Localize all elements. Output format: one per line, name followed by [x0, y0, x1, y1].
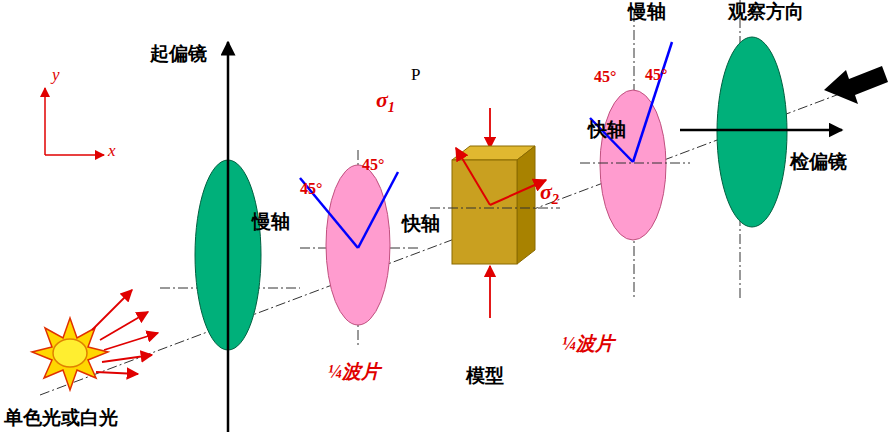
load-label: P: [411, 66, 420, 85]
axis-name: x: [108, 142, 116, 161]
model: [430, 108, 560, 318]
part-name: 起偏镜: [150, 44, 207, 65]
axes-icon: [45, 88, 104, 155]
axis-label: 快轴: [588, 120, 626, 141]
axis-name: y: [52, 66, 60, 85]
axis-label: 慢轴: [252, 212, 290, 233]
part-name: 观察方向: [728, 2, 804, 23]
quarter-wave-plate: [300, 150, 420, 345]
part-name: 检偏镜: [790, 152, 847, 173]
angle-label: 45°: [300, 180, 322, 198]
quarter-wave-plate: [580, 12, 690, 300]
part-name: 单色光或白光: [4, 408, 118, 429]
axis-label: 慢轴: [628, 2, 666, 23]
analyzer: [680, 0, 842, 300]
stress-label: σ1: [376, 88, 395, 116]
angle-label: 45°: [594, 68, 616, 86]
part-name: ¼波片: [328, 362, 380, 383]
stress-label: σ2: [540, 180, 559, 208]
part-name: ¼波片: [562, 334, 614, 355]
angle-label: 45°: [362, 156, 384, 174]
angle-label: 45°: [645, 66, 667, 84]
axis-label: 快轴: [402, 214, 440, 235]
view-arrow: [824, 66, 888, 104]
part-name: 模型: [466, 366, 504, 387]
polarizer: [160, 42, 300, 432]
light-source: [32, 290, 158, 390]
